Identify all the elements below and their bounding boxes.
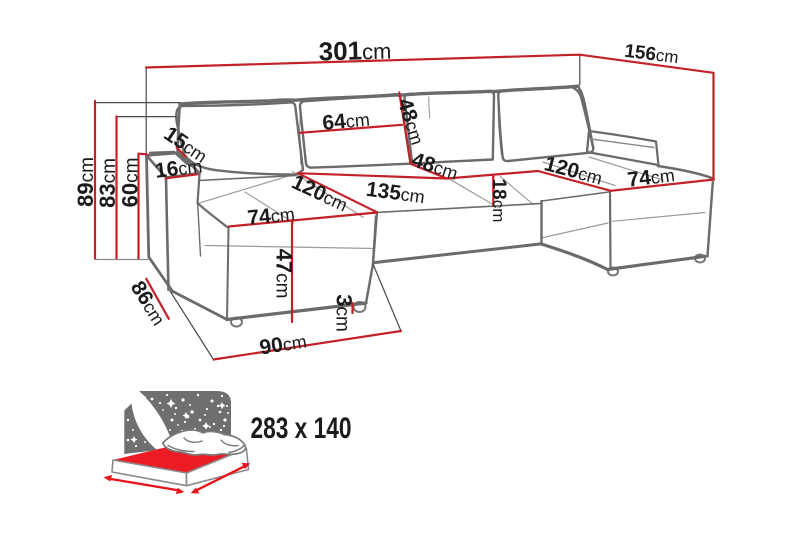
svg-text:18cm: 18cm (488, 179, 509, 223)
svg-text:3cm: 3cm (332, 294, 357, 332)
svg-text:83cm: 83cm (95, 158, 120, 208)
svg-text:89cm: 89cm (73, 157, 98, 207)
svg-text:47cm: 47cm (272, 249, 297, 299)
svg-text:301cm: 301cm (318, 35, 391, 67)
svg-text:283 x 140: 283 x 140 (251, 412, 352, 445)
svg-text:60cm: 60cm (118, 158, 143, 208)
